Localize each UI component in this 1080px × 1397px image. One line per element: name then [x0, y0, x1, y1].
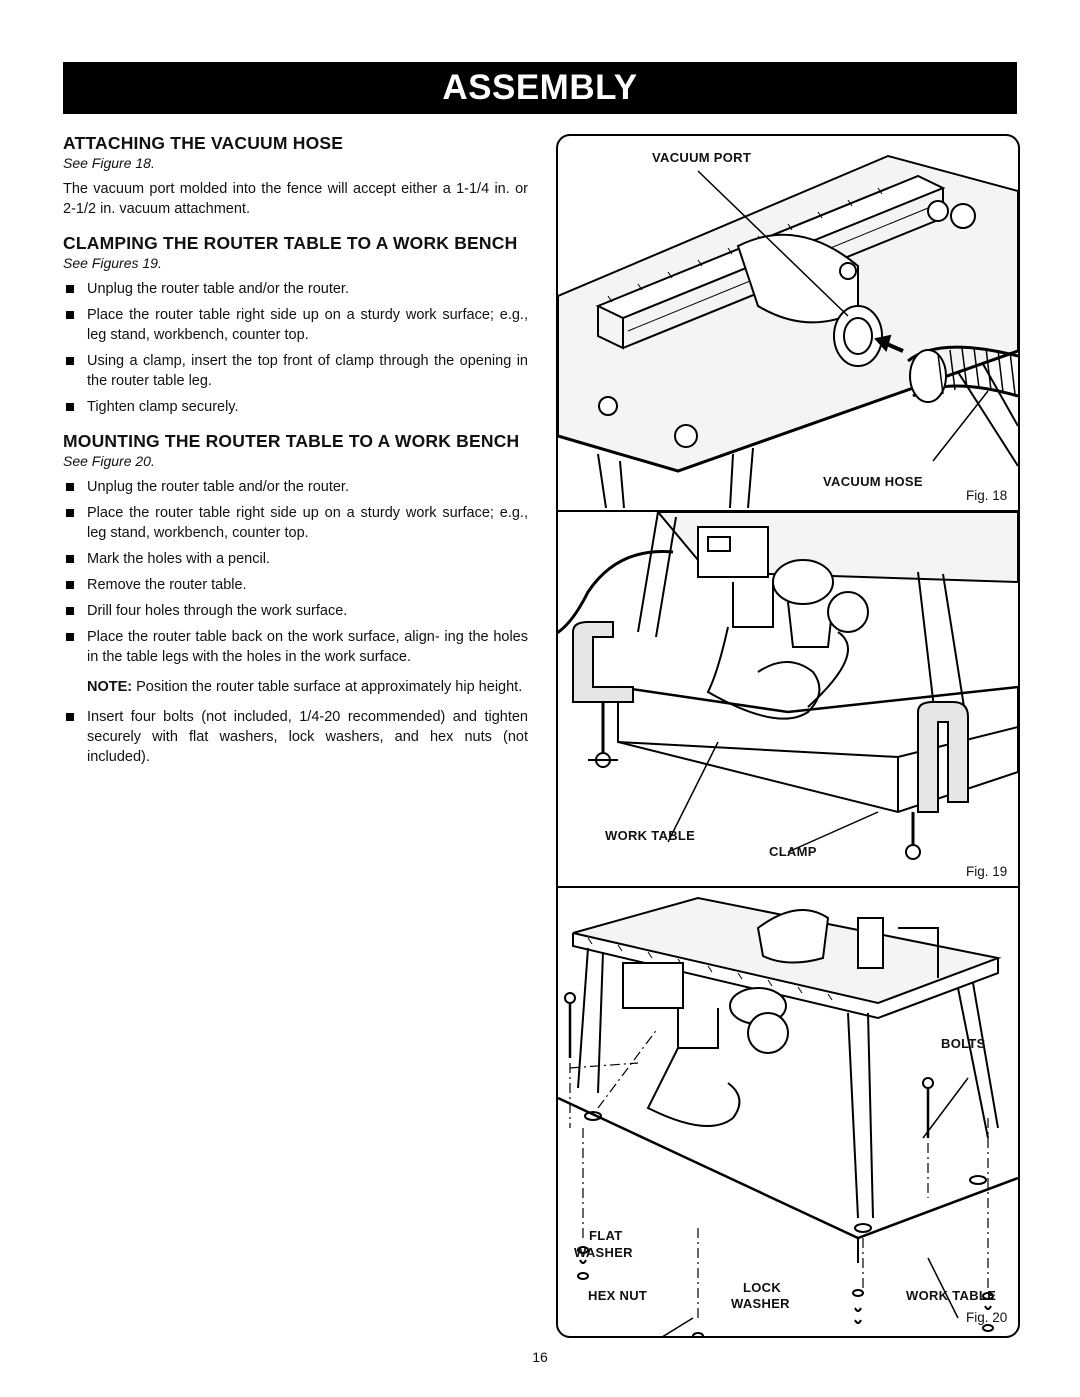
list-item: Mark the holes with a pencil.: [63, 549, 528, 569]
figure-number: Fig. 18: [966, 488, 1008, 503]
label-vacuum-hose: VACUUM HOSE: [823, 474, 923, 489]
bullet-square-icon: [66, 509, 74, 517]
list-item: Unplug the router table and/or the route…: [63, 477, 528, 497]
figure-18: VACUUM PORT VACUUM HOSE Fig. 18: [558, 136, 1018, 510]
figure-divider: [558, 510, 1018, 512]
page-banner: ASSEMBLY: [63, 62, 1017, 114]
label-lock-washer: WASHER: [731, 1296, 790, 1311]
label-work-table: WORK TABLE: [605, 828, 696, 843]
list-item: Insert four bolts (not included, 1/4-20 …: [63, 707, 528, 767]
label-bolts: BOLTS: [941, 1036, 986, 1051]
bullet-list: Insert four bolts (not included, 1/4-20 …: [63, 707, 528, 767]
note-text: Position the router table surface at app…: [132, 679, 523, 695]
list-item: Tighten clamp securely.: [63, 397, 528, 417]
bullet-square-icon: [66, 483, 74, 491]
mounting-illustration: [558, 896, 1018, 1336]
clamp-illustration: [558, 512, 1018, 860]
bullet-square-icon: [66, 633, 74, 641]
bullet-square-icon: [66, 607, 74, 615]
list-item: Using a clamp, insert the top front of c…: [63, 351, 528, 391]
section-heading: ATTACHING THE VACUUM HOSE: [63, 133, 344, 153]
label-lock: LOCK: [743, 1280, 782, 1295]
section-paragraph: The vacuum port molded into the fence wi…: [63, 181, 528, 217]
section-clamping: CLAMPING THE ROUTER TABLE TO A WORK BENC…: [63, 233, 528, 417]
note: NOTE: Position the router table surface …: [63, 677, 528, 697]
bullet-list: Unplug the router table and/or the route…: [63, 477, 528, 667]
figure-reference: See Figure 20.: [63, 453, 155, 469]
label-vacuum-port: VACUUM PORT: [652, 150, 752, 165]
list-item: Unplug the router table and/or the route…: [63, 279, 528, 299]
section-mounting: MOUNTING THE ROUTER TABLE TO A WORK BENC…: [63, 431, 528, 767]
figure-20: BOLTS FLAT WASHER HEX NUT LOCK WASHER WO…: [558, 888, 1018, 1336]
label-work-table: WORK TABLE: [906, 1288, 997, 1303]
page-number: 16: [532, 1349, 548, 1365]
bullet-square-icon: [66, 403, 74, 411]
list-item: Drill four holes through the work surfac…: [63, 601, 528, 621]
note-label: NOTE:: [87, 679, 133, 695]
label-clamp: CLAMP: [769, 844, 817, 859]
label-hex-nut: HEX NUT: [588, 1288, 648, 1303]
vacuum-hose-illustration: [558, 154, 1018, 509]
figure-divider: [558, 886, 1018, 888]
section-heading: CLAMPING THE ROUTER TABLE TO A WORK BENC…: [63, 233, 518, 253]
bullet-square-icon: [66, 285, 74, 293]
bullet-square-icon: [66, 581, 74, 589]
label-flat: FLAT: [589, 1228, 623, 1243]
instructions-column: ATTACHING THE VACUUM HOSE See Figure 18.…: [63, 133, 528, 773]
figure-number: Fig. 19: [966, 864, 1008, 879]
bullet-square-icon: [66, 357, 74, 365]
bullet-square-icon: [66, 555, 74, 563]
list-item: Place the router table back on the work …: [63, 627, 528, 667]
figure-number: Fig. 20: [966, 1310, 1008, 1325]
section-vacuum-hose: ATTACHING THE VACUUM HOSE See Figure 18.…: [63, 133, 528, 219]
section-heading: MOUNTING THE ROUTER TABLE TO A WORK BENC…: [63, 431, 520, 451]
figure-19: WORK TABLE CLAMP Fig. 19: [558, 512, 1018, 886]
figure-panel: VACUUM PORT VACUUM HOSE Fig. 18: [556, 134, 1020, 1338]
figure-reference: See Figure 18.: [63, 155, 155, 171]
list-item: Place the router table right side up on …: [63, 503, 528, 543]
list-item: Remove the router table.: [63, 575, 528, 595]
bullet-square-icon: [66, 311, 74, 319]
bullet-square-icon: [66, 713, 74, 721]
figure-reference: See Figures 19.: [63, 255, 162, 271]
bullet-list: Unplug the router table and/or the route…: [63, 279, 528, 417]
label-flat-washer: WASHER: [574, 1245, 633, 1260]
list-item: Place the router table right side up on …: [63, 305, 528, 345]
